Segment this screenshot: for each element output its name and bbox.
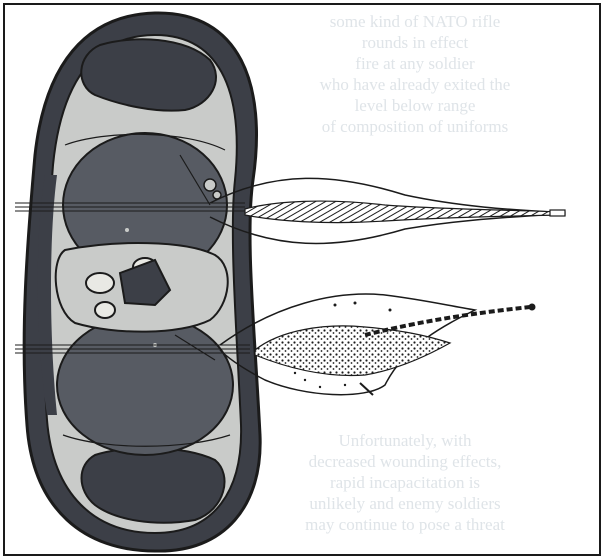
vertebra-opening — [95, 302, 115, 318]
torso-cross-section — [24, 13, 260, 551]
upper-wound-channel — [210, 178, 565, 243]
small-vessel — [204, 179, 216, 191]
wound-channel-illustration — [5, 5, 599, 554]
figure-frame: some kind of NATO rifle rounds in effect… — [3, 3, 601, 556]
lower-wound-channel — [220, 294, 536, 395]
small-vessel — [125, 228, 129, 232]
lower-lung — [57, 315, 233, 455]
upper-permanent-channel — [245, 201, 565, 223]
bullet-exit-point — [529, 304, 536, 311]
upper-exit-tip — [550, 210, 565, 216]
lower-permanent-channel — [255, 326, 450, 376]
vertebra-opening — [86, 273, 114, 293]
